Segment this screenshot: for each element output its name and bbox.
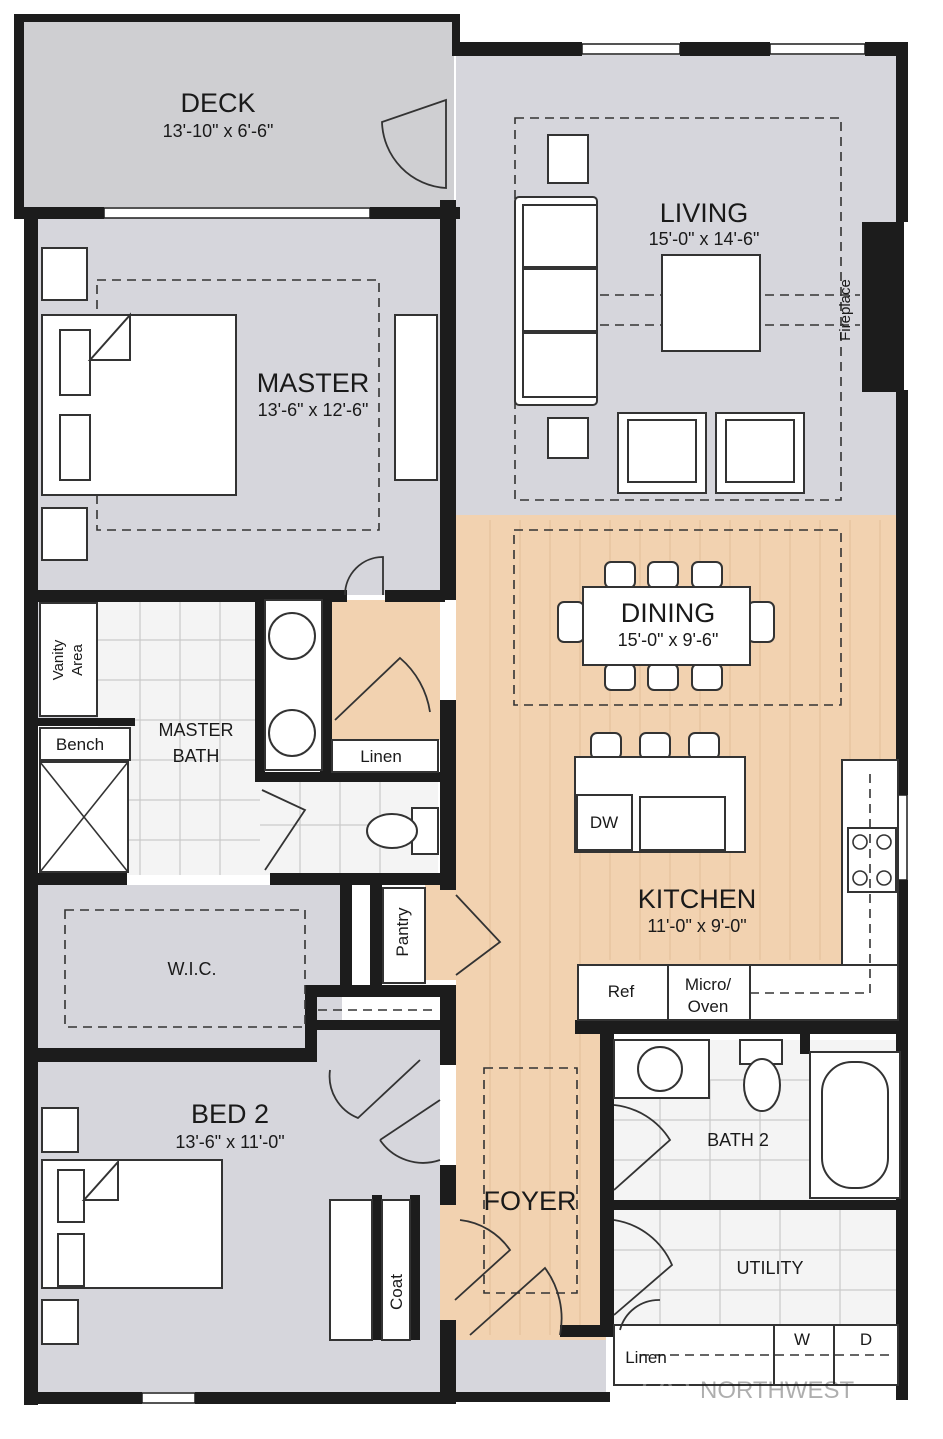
living-size: 15'-0" x 14'-6" <box>649 229 760 249</box>
deck-floor <box>22 22 454 207</box>
kitchen-counter <box>577 759 899 1021</box>
vanity-label-1: Vanity <box>50 639 67 680</box>
dining-label: DINING <box>621 598 716 628</box>
living-rug <box>514 117 842 501</box>
watermark: NORTHWEST <box>642 1366 855 1414</box>
dining-set <box>557 561 775 691</box>
deck-size: 13'-10" x 6'-6" <box>163 121 274 141</box>
living-label: LIVING <box>660 198 749 228</box>
front-door <box>469 1266 563 1336</box>
kitchen-label: KITCHEN <box>638 884 757 914</box>
bed2-size: 13'-6" x 11'-0" <box>175 1132 284 1152</box>
bath-hall-door <box>379 1099 441 1164</box>
nightstand-bottom <box>41 507 88 561</box>
ref-label: Ref <box>608 982 635 1001</box>
foyer-label: FOYER <box>483 1186 576 1216</box>
coat-door <box>454 1219 512 1301</box>
bed2-label: BED 2 <box>191 1099 269 1129</box>
pantry-hall-floor <box>425 880 456 980</box>
windows <box>103 43 908 1404</box>
master-door <box>344 556 384 596</box>
linen-closet-door <box>334 656 431 721</box>
dryer-label: D <box>860 1330 872 1349</box>
master-dresser <box>394 314 438 481</box>
vanity-area-box <box>39 602 98 717</box>
pantry-door <box>455 894 502 976</box>
master-bed <box>41 312 237 496</box>
deck-door <box>381 98 447 189</box>
coffee-table <box>661 254 761 352</box>
bed2-nightstand-bottom <box>41 1299 79 1345</box>
vanity-sinks <box>264 599 323 771</box>
sofa <box>514 196 598 406</box>
walls <box>14 14 908 1405</box>
pantry-label: Pantry <box>393 907 412 957</box>
wic-rod <box>64 909 306 1028</box>
master-bath-label-2: BATH <box>173 746 220 766</box>
coat-label: Coat <box>387 1274 406 1310</box>
armchair-left <box>617 412 707 494</box>
linen-utility-label: Linen <box>625 1348 667 1367</box>
end-table-top <box>547 134 589 184</box>
coat-closet-box <box>381 1199 411 1341</box>
wic-floor <box>37 885 342 1050</box>
bath2-label: BATH 2 <box>707 1130 769 1150</box>
master-bath-label-1: MASTER <box>158 720 233 740</box>
entry-floor <box>456 1340 606 1402</box>
dining-rug <box>513 529 842 706</box>
bath2-sink <box>613 1039 710 1099</box>
pantry-box <box>382 887 426 984</box>
master-toilet <box>366 807 439 855</box>
hall-floor <box>330 600 440 740</box>
kitchen-size: 11'-0" x 9'-0" <box>647 916 746 936</box>
master-label: MASTER <box>257 368 370 398</box>
bench-box <box>39 727 131 761</box>
bed2-bed <box>41 1159 223 1289</box>
nightstand-top <box>41 247 88 301</box>
utility-door <box>613 1219 674 1316</box>
washer-label: W <box>794 1330 810 1349</box>
armchair-right <box>715 412 805 494</box>
bathtub <box>809 1051 901 1199</box>
linen-closet-box <box>331 739 439 773</box>
toilet-door <box>261 789 307 871</box>
end-table-bottom <box>547 417 589 459</box>
micro-label-2: Oven <box>688 997 729 1016</box>
micro-label-1: Micro/ <box>685 975 732 994</box>
shower <box>39 761 129 873</box>
bed2-door <box>328 1059 421 1120</box>
dining-size: 15'-0" x 9'-6" <box>618 630 719 650</box>
vanity-label-2: Area <box>69 644 86 676</box>
bed2-hall-floor <box>315 1020 440 1200</box>
wic-label: W.I.C. <box>168 959 217 979</box>
dw-label: DW <box>590 813 618 832</box>
kitchen-island <box>574 732 746 853</box>
bath2-toilet <box>739 1039 783 1112</box>
fireplace-label: Fireplace <box>837 279 854 341</box>
master-size: 13'-6" x 12'-6" <box>258 400 369 420</box>
bed2-nightstand-top <box>41 1107 79 1153</box>
linen-master-label: Linen <box>360 747 402 766</box>
bed2-dresser <box>329 1199 373 1341</box>
utility-linen-door <box>619 1299 661 1331</box>
deck-label: DECK <box>180 88 255 118</box>
foyer-rug <box>483 1067 578 1294</box>
bath2-tiles <box>612 1079 902 1325</box>
svg-text:NORTHWEST: NORTHWEST <box>700 1377 855 1404</box>
bath2-door <box>613 1104 672 1191</box>
bench-label: Bench <box>56 735 104 754</box>
utility-label: UTILITY <box>736 1258 803 1278</box>
